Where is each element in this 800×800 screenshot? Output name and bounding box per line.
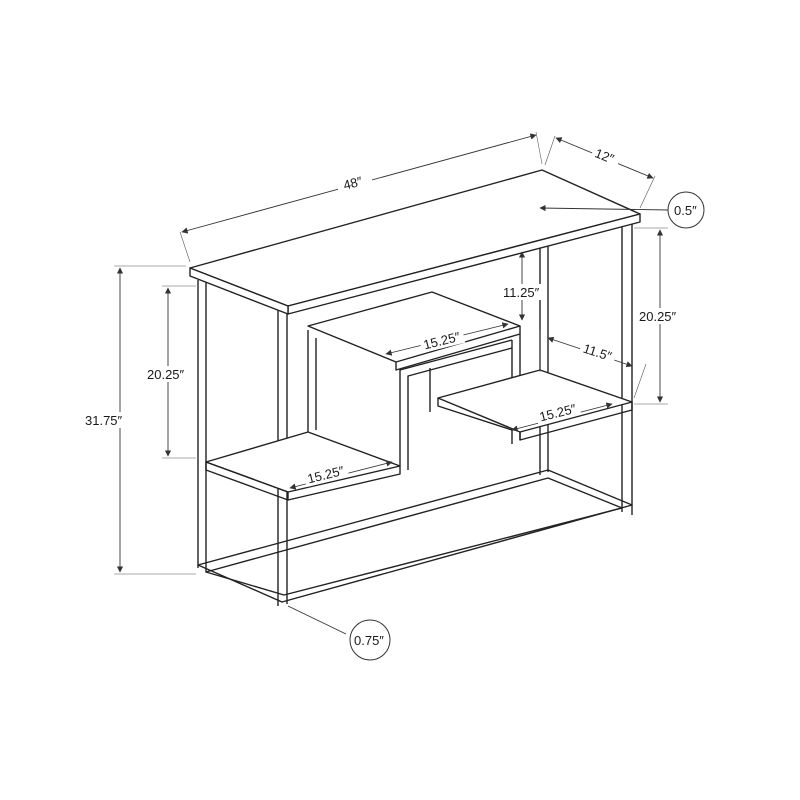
right-shelf-side <box>437 398 513 431</box>
top-thickness-callout <box>667 191 705 229</box>
leg-size-leader <box>287 605 347 635</box>
center-upper-shelf <box>307 291 521 363</box>
left-lower-shelf-front <box>287 466 401 501</box>
right-opening-label: 20.25″ <box>639 309 677 324</box>
right-shelf <box>437 369 633 433</box>
base-frame <box>197 469 633 603</box>
right-shelf-depth-label: 11.5″ <box>581 341 614 364</box>
leg-size-callout <box>349 619 391 661</box>
top-thickness-label: 0.5″ <box>674 203 697 218</box>
left-lower-shelf <box>205 431 401 493</box>
leg-size-label: 0.75″ <box>354 633 384 648</box>
table-frame <box>189 169 641 606</box>
left-opening-label: 20.25″ <box>147 367 185 382</box>
base-frame-inner <box>205 477 623 596</box>
depth-label: 12″ <box>593 145 617 166</box>
width-label: 48″ <box>342 173 365 193</box>
center-step-inner <box>407 347 513 470</box>
height-label: 31.75″ <box>85 413 123 428</box>
top-thickness-leader <box>539 204 669 212</box>
upper-gap-label: 11.25″ <box>503 285 540 300</box>
table-top-side-edge <box>189 267 289 315</box>
